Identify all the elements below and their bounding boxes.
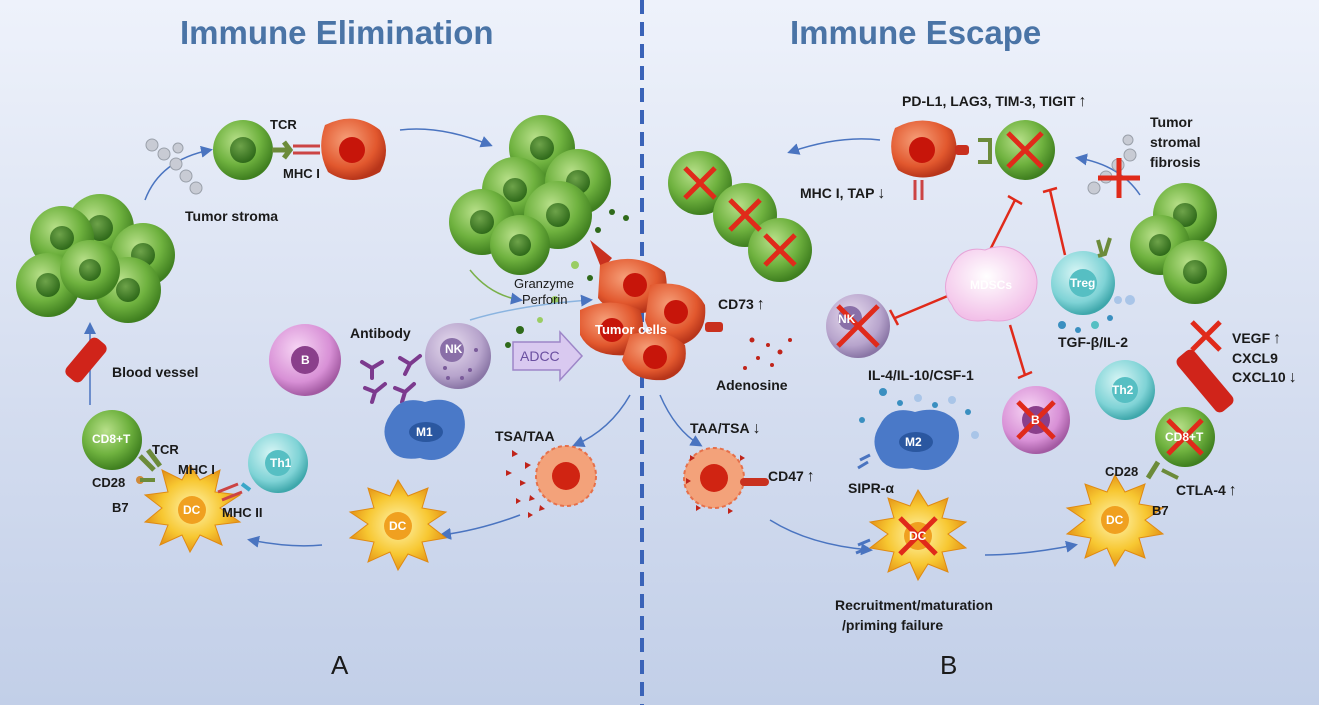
checkpoint-synapse (891, 120, 1055, 200)
label-tumor-stromal-1: Tumor (1150, 114, 1193, 130)
tumor-cluster-right (1130, 183, 1227, 304)
label-tumor-stromal-3: fibrosis (1150, 154, 1201, 170)
label-b-left: B (301, 353, 310, 367)
tcr-connector (240, 482, 252, 492)
cytokine-dots (859, 388, 979, 439)
tcr-mhc-synapse-top (213, 118, 386, 180)
nk-cell-right (826, 294, 890, 358)
label-adenosine: Adenosine (716, 377, 788, 393)
blood-vessel-left (65, 337, 107, 383)
label-cd28-left: CD28 (92, 475, 126, 490)
tumor-stroma-beads (145, 138, 203, 195)
label-tcr-bottom: TCR (152, 442, 179, 457)
label-cd8t-left: CD8+T (92, 432, 131, 446)
label-th1: Th1 (270, 456, 292, 470)
adcc-arrow (512, 330, 584, 382)
blood-vessel-right (1176, 320, 1234, 413)
label-il: IL-4/IL-10/CSF-1 (868, 367, 974, 383)
fibrosis-block (1098, 158, 1140, 198)
tumor-cells-left-cluster (580, 258, 706, 381)
cd73-receptor (705, 322, 723, 332)
label-mdscs: MDSCs (970, 278, 1013, 292)
th2-cell (1095, 360, 1155, 420)
dc-cell-right (1065, 473, 1165, 568)
b-cell-right (1002, 386, 1070, 454)
label-dc-right: DC (1106, 513, 1124, 527)
dead-tumor-cluster-right (668, 151, 812, 282)
label-cd8t-right: CD8+T (1165, 430, 1204, 444)
label-mhc-top: MHC I (283, 166, 320, 181)
antibodies (360, 354, 422, 404)
title-right: Immune Escape (790, 14, 1042, 51)
label-m2: M2 (905, 435, 922, 449)
label-mhc2: MHC II (222, 505, 263, 520)
label-recruit-2: /priming failure (842, 617, 944, 633)
label-adcc: ADCC (520, 348, 560, 364)
m2-macrophage (857, 409, 959, 471)
dying-tumor-cell-left (506, 445, 597, 518)
label-dc-left-2: DC (389, 519, 407, 533)
m1-macrophage (384, 399, 465, 461)
dc-cell-center (855, 488, 968, 582)
label-cxcl9: CXCL9 (1232, 350, 1278, 366)
label-cd47: CD47 (768, 468, 815, 486)
label-b-right: B (1031, 413, 1040, 427)
label-dc-left-1: DC (183, 503, 201, 517)
treg-cell (1051, 237, 1135, 333)
dc-cell-left-2 (348, 478, 448, 572)
cd8t-cell-right (1145, 407, 1215, 480)
tumor-cluster-left (16, 194, 175, 323)
label-cxcl10: CXCL10 (1232, 369, 1297, 387)
label-checkpoints: PD-L1, LAG3, TIM-3, TIGIT (902, 93, 1086, 111)
label-granzyme: Granzyme (514, 276, 574, 291)
label-th2: Th2 (1112, 383, 1134, 397)
label-tumor-stromal-2: stromal (1150, 134, 1201, 150)
inhibition-lines (888, 186, 1067, 380)
label-perforin: Perforin (522, 292, 568, 307)
label-tumor-cells: Tumor cells (595, 322, 668, 337)
label-tcr-top: TCR (270, 117, 297, 132)
tumor-cluster-center (449, 115, 612, 275)
label-blood-vessel: Blood vessel (112, 364, 199, 380)
label-b7-left: B7 (112, 500, 129, 515)
label-sipr: SIPR-α (848, 480, 894, 496)
panel-label-a: A (331, 650, 349, 680)
label-ctla4: CTLA-4 (1176, 482, 1237, 500)
label-nk-right: NK (838, 312, 856, 326)
label-treg: Treg (1070, 276, 1096, 290)
label-mhc-tap: MHC I, TAP (800, 185, 885, 203)
label-cd28-right: CD28 (1105, 464, 1139, 479)
label-tumor-stroma: Tumor stroma (185, 208, 279, 224)
label-b7-right: B7 (1152, 503, 1169, 518)
granules (505, 209, 629, 348)
label-mhc1-bottom: MHC I (178, 462, 215, 477)
label-tgf: TGF-β/IL-2 (1058, 334, 1128, 350)
label-antibody: Antibody (350, 325, 411, 341)
th1-cell (248, 433, 308, 493)
title-left: Immune Elimination (180, 14, 494, 51)
mdsc-cell (945, 246, 1038, 322)
dying-tumor-cell-right (683, 447, 769, 514)
label-cd73: CD73 (718, 296, 765, 314)
mhc2-connector (217, 482, 243, 502)
b-cell-left (269, 324, 341, 396)
adenosine-dots (743, 337, 792, 370)
nk-cell-left (425, 323, 491, 389)
cd8t-cell-left (82, 410, 162, 484)
label-recruit-1: Recruitment/maturation (835, 597, 993, 613)
cycle-arrows-right (659, 138, 1141, 556)
label-taa-tsa: TAA/TSA (690, 420, 761, 438)
stromal-beads-right (1087, 134, 1137, 195)
dc-cell-left-1 (143, 464, 242, 554)
label-nk-left: NK (445, 342, 463, 356)
panel-label-b: B (940, 650, 958, 680)
label-m1: M1 (416, 425, 433, 439)
label-tsa-taa: TSA/TAA (495, 428, 555, 444)
label-vegf: VEGF (1232, 330, 1281, 348)
label-dc-center: DC (909, 529, 927, 543)
